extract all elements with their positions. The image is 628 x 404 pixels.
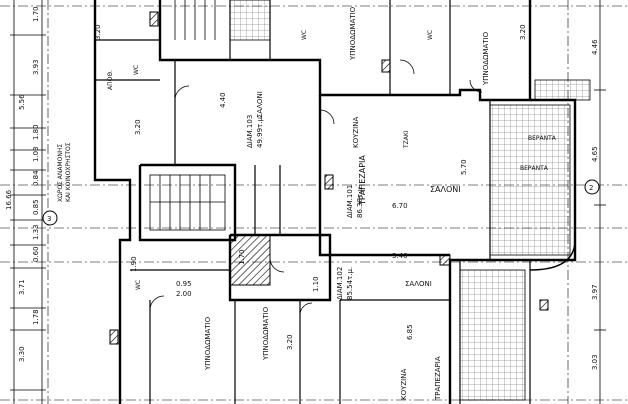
label-bedroom-top-center: ΥΠΝΟΔΩΜΑΤΙΟ xyxy=(349,6,357,61)
label-veranda-2: ΒΕΡΑΝΤΑ xyxy=(520,165,549,172)
dim-inner-5: 3.40 xyxy=(392,252,408,260)
dim-inner-2: 4.40 xyxy=(219,92,227,108)
label-flat-c-area: 85.54τ.μ. xyxy=(346,267,354,300)
room-labels: ΣΑΛΟΝΙ ΤΡΑΠΕΖΑΡΙΑ ΤΡΑΠΕΖΑΡΙΑ ΚΟΥΖΙΝΑ ΚΟΥ… xyxy=(57,6,557,401)
dim-left-5: 1.03 xyxy=(32,146,40,162)
label-living-left: ΣΑΛΟΝΙ xyxy=(256,91,264,118)
dim-inner-3: 5.70 xyxy=(460,159,468,175)
dim-left-6: 0.84 xyxy=(32,170,40,186)
staircase xyxy=(149,0,226,231)
label-space-sub: ΚΑΙ ΚΟΙΝΟΧΡΗΣΤΟΣ xyxy=(65,142,72,202)
dim-left-3: 5.56 xyxy=(18,94,26,110)
right-dimension-chain xyxy=(594,0,606,404)
label-space-name: ΧΩΡΟΣ ΑΝΑΜΟΝΗΣ xyxy=(57,144,64,202)
marker-labels: 3 2 xyxy=(47,184,593,223)
label-bedroom-bottom-left: ΥΠΝΟΔΩΜΑΤΙΟ xyxy=(204,316,212,371)
structural-columns xyxy=(109,11,549,345)
dim-inner-9: 3.20 xyxy=(519,24,527,40)
label-living-main: ΣΑΛΟΝΙ xyxy=(430,185,461,194)
dimension-labels: 16.66 1.70 3.93 5.56 1.80 1.03 0.84 0.85… xyxy=(5,6,599,370)
dim-right-2: 4.65 xyxy=(591,146,599,162)
label-kitchen: ΚΟΥΖΙΝΑ xyxy=(352,117,360,148)
label-flat-a-area: 49.99τ.μ. xyxy=(256,115,264,148)
label-flat-b: ΔΙΑΜ.101 xyxy=(346,185,354,218)
dim-left-1: 1.70 xyxy=(32,6,40,22)
dim-left-12: 3.30 xyxy=(18,346,26,362)
dim-inner-4: 6.70 xyxy=(392,202,408,210)
dim-left-8: 1.33 xyxy=(32,224,40,240)
dim-inner-10: 3.20 xyxy=(94,24,102,40)
left-dimension-chain xyxy=(10,0,46,404)
dim-inner-11: 1.70 xyxy=(238,249,246,265)
label-chimney: ΤΖΑΚΙ xyxy=(403,130,410,149)
label-flat-b-area: 86.38τ.μ. xyxy=(356,185,364,218)
label-wc-1: WC xyxy=(133,65,140,75)
balcony-curve xyxy=(529,239,576,271)
dim-inner-13: 0.95 xyxy=(176,280,192,288)
dim-inner-14: 2.00 xyxy=(176,290,192,298)
label-wc-3: WC xyxy=(135,280,142,290)
label-wc-2: WC xyxy=(301,30,308,40)
label-flat-a: ΔΙΑΜ.103 xyxy=(246,115,254,148)
dim-right-1: 4.46 xyxy=(591,39,599,55)
dim-inner-1: 3.20 xyxy=(134,119,142,135)
dim-left-7: 0.85 xyxy=(32,199,40,215)
dim-left-11: 1.78 xyxy=(32,309,40,325)
label-dining-lower: ΤΡΑΠΕΖΑΡΙΑ xyxy=(434,356,442,401)
section-markers xyxy=(42,179,600,226)
dim-total-left: 16.66 xyxy=(5,189,13,210)
label-bedroom-bottom-mid: ΥΠΝΟΔΩΜΑΤΙΟ xyxy=(262,306,270,361)
label-wc-4: WC xyxy=(427,30,434,40)
dim-right-3: 3.97 xyxy=(591,284,599,300)
label-storage: ΑΠΟΘ. xyxy=(107,70,114,90)
label-veranda-1: ΒΕΡΑΝΤΑ xyxy=(528,135,557,142)
dim-inner-6: 6.85 xyxy=(406,324,414,340)
dim-left-4: 1.80 xyxy=(32,124,40,140)
label-flat-c: ΔΙΑΜ.102 xyxy=(336,267,344,300)
label-kitchen-lower: ΚΟΥΖΙΝΑ xyxy=(400,369,408,400)
marker-a-label: 3 xyxy=(47,215,51,223)
dim-inner-7: 3.20 xyxy=(286,334,294,350)
dim-left-9: 0.60 xyxy=(32,246,40,262)
label-dining: ΤΡΑΠΕΖΑΡΙΑ xyxy=(358,155,367,206)
label-living-center: ΣΑΛΟΝΙ xyxy=(405,280,432,288)
dim-left-2: 3.93 xyxy=(32,59,40,75)
dim-inner-12: 1.90 xyxy=(130,256,138,272)
dim-left-10: 3.71 xyxy=(18,279,26,295)
tiled-veranda-areas xyxy=(229,0,591,401)
dim-inner-8: 1.10 xyxy=(312,276,320,292)
door-swings xyxy=(149,59,483,316)
label-bedroom-top-right: ΥΠΝΟΔΩΜΑΤΙΟ xyxy=(482,31,490,86)
dim-right-4: 3.03 xyxy=(591,354,599,370)
marker-b-label: 2 xyxy=(589,184,593,192)
